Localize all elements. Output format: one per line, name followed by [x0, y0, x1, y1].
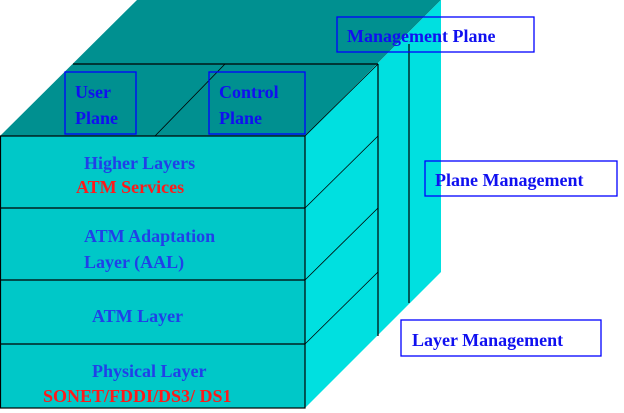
control-plane-label: Control Plane	[208, 71, 306, 135]
svg-text:ATM Adaptation: ATM Adaptation	[84, 226, 215, 246]
svg-text:Plane: Plane	[75, 108, 118, 128]
svg-text:ATM Layer: ATM Layer	[92, 306, 183, 326]
layer-atm: ATM Layer	[92, 306, 183, 326]
plane-management-label: Plane Management	[424, 160, 618, 197]
svg-text:Plane: Plane	[219, 108, 262, 128]
svg-text:Control: Control	[219, 82, 279, 102]
layer-management-label: Layer Management	[400, 319, 602, 357]
svg-text:Management Plane: Management Plane	[347, 26, 495, 46]
svg-text:Layer (AAL): Layer (AAL)	[84, 252, 184, 273]
svg-text:Higher Layers: Higher Layers	[84, 153, 195, 173]
svg-text:Layer Management: Layer Management	[412, 330, 563, 350]
user-plane-label: User Plane	[64, 71, 137, 135]
management-plane-label: Management Plane	[336, 16, 535, 53]
svg-text:User: User	[75, 82, 111, 102]
svg-text:SONET/FDDI/DS3/ DS1: SONET/FDDI/DS3/ DS1	[43, 386, 232, 406]
cube-front-face	[0, 136, 305, 408]
svg-text:Physical Layer: Physical Layer	[92, 361, 207, 381]
user-control-divider	[154, 63, 226, 137]
layer-aal: ATM Adaptation Layer (AAL)	[84, 226, 215, 273]
svg-text:Plane Management: Plane Management	[435, 170, 583, 190]
svg-text:ATM Services: ATM Services	[76, 177, 184, 197]
layer-physical: Physical Layer SONET/FDDI/DS3/ DS1	[43, 361, 232, 406]
cube-top-face	[0, 0, 441, 136]
layer-higher-layers: Higher Layers ATM Services	[76, 153, 195, 197]
